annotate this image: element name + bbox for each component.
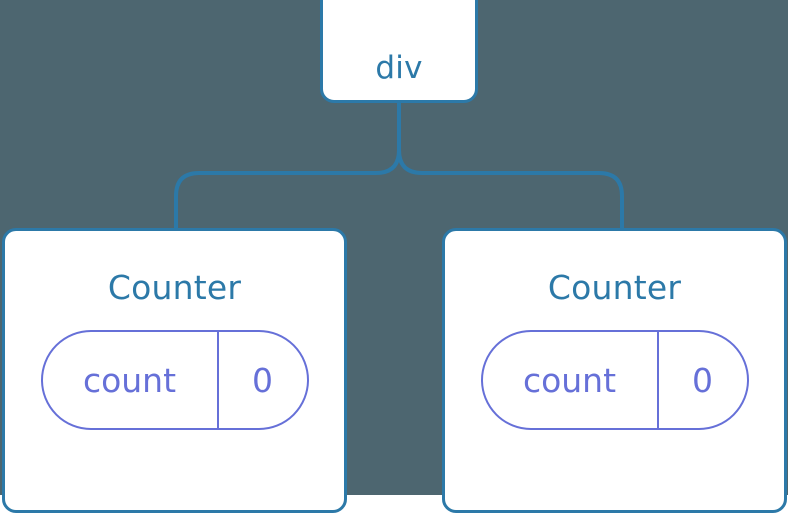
node-counter-right[interactable]: Counter count 0 [442,228,787,513]
state-pill-left[interactable]: count 0 [40,330,309,430]
node-counter-left-title: Counter [107,268,242,307]
node-div-label: div [375,50,423,86]
state-key-left: count [43,332,219,428]
connector-left-branch [174,149,401,230]
state-pill-right[interactable]: count 0 [480,330,749,430]
node-counter-right-title: Counter [547,268,682,307]
state-value-left: 0 [252,360,273,400]
state-value-right: 0 [692,360,713,400]
node-div[interactable]: div [320,0,478,103]
connector-right-branch [397,149,624,230]
state-key-right: count [483,332,659,428]
node-counter-left[interactable]: Counter count 0 [2,228,347,513]
